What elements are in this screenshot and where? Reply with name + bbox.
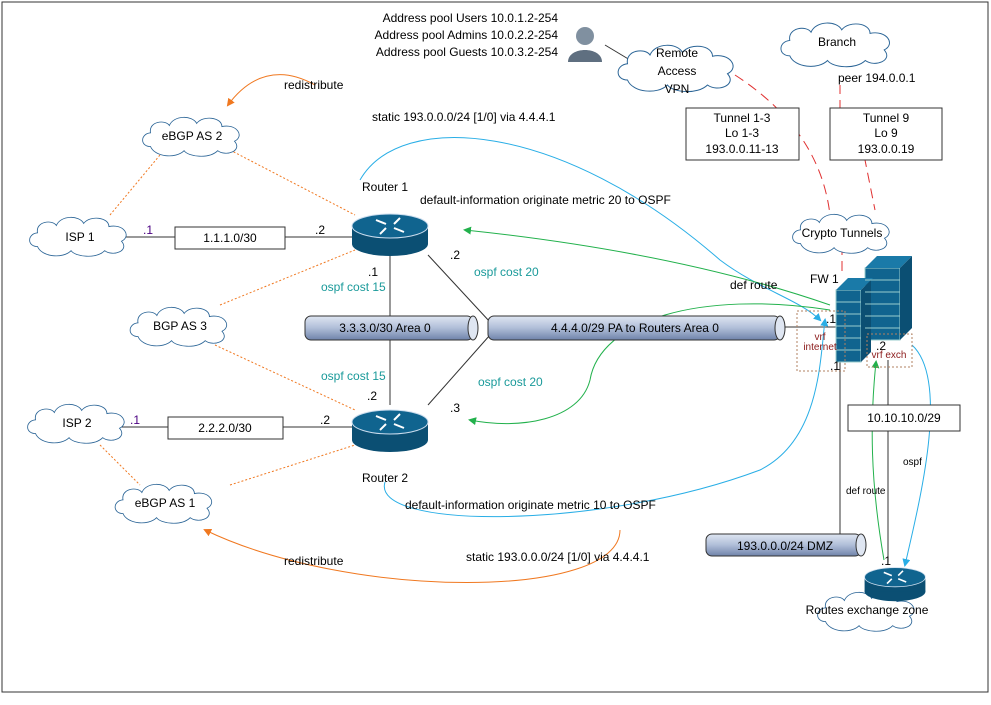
router2-label: Router 2 (362, 471, 408, 485)
vrf-internet-label: vrf (814, 332, 825, 343)
ospf-label: ospf (903, 457, 922, 468)
fw1-label: FW 1 (810, 272, 839, 286)
iface-fw-in: .1 (826, 312, 836, 326)
redistribute-bottom: redistribute (284, 554, 344, 568)
router1-icon[interactable] (351, 213, 429, 257)
def-route-label-2: def route (846, 486, 886, 497)
link-exch: 10.10.10.0/29 (847, 404, 961, 432)
svg-text:ISP 2: ISP 2 (62, 416, 91, 430)
svg-text:193.0.0.0/24 DMZ: 193.0.0.0/24 DMZ (737, 539, 833, 553)
vrf-internet-label-2: internet (803, 342, 837, 353)
iface-r2-right: .3 (450, 401, 460, 415)
cloud-ebgp1: eBGP AS 1 (114, 483, 213, 524)
tunnel-box-9: Tunnel 9Lo 9 193.0.0.19 (829, 107, 943, 161)
address-pool-admins: Address pool Admins 10.0.2.2-254 (375, 28, 559, 42)
user-icon (568, 27, 602, 62)
svg-text:eBGP AS 2: eBGP AS 2 (162, 129, 223, 143)
address-pool-users: Address pool Users 10.0.1.2-254 (383, 11, 559, 25)
svg-text:193.0.0.19: 193.0.0.19 (858, 142, 915, 156)
iface-fw-dmz: .1 (830, 359, 840, 373)
ospf-cost-20-a: ospf cost 20 (474, 265, 539, 279)
iface-isp2-2: .2 (320, 413, 330, 427)
iface-isp2-1: .1 (130, 413, 140, 427)
link-isp2: 2.2.2.0/30 (167, 416, 284, 440)
static-route-bottom: static 193.0.0.0/24 [1/0] via 4.4.4.1 (466, 550, 650, 564)
ospf-cost-15-b: ospf cost 15 (321, 369, 386, 383)
frame (1, 1, 989, 693)
def-route-label: def route (730, 278, 778, 292)
router2-icon[interactable] (351, 409, 429, 453)
ospf-cost-20-b: ospf cost 20 (478, 375, 543, 389)
default-info-10: default-information originate metric 10 … (405, 498, 656, 512)
static-route-top: static 193.0.0.0/24 [1/0] via 4.4.4.1 (372, 110, 556, 124)
cloud-isp2: ISP 2 (27, 403, 125, 444)
cloud-crypto: Crypto Tunnels (792, 213, 890, 254)
tunnel-box-1: Tunnel 1-3Lo 1-3 193.0.0.11-13 (685, 107, 800, 161)
svg-text:Remote: Remote (656, 46, 698, 60)
cloud-isp1: ISP 1 (29, 216, 127, 257)
redistribute-top: redistribute (284, 78, 344, 92)
pipe-area0a: 3.3.3.0/30 Area 0 (304, 315, 479, 341)
iface-r1-down: .1 (368, 265, 378, 279)
cloud-ebgp2: eBGP AS 2 (142, 116, 240, 157)
link-isp1: 1.1.1.0/30 (174, 226, 286, 250)
svg-text:10.10.10.0/29: 10.10.10.0/29 (867, 411, 941, 425)
svg-text:Tunnel 9: Tunnel 9 (863, 111, 910, 125)
iface-isp1-1: .1 (143, 223, 153, 237)
svg-text:Lo 1-3: Lo 1-3 (725, 126, 759, 140)
svg-text:Routes exchange zone: Routes exchange zone (806, 603, 929, 617)
peer-label: peer 194.0.0.1 (838, 71, 916, 85)
svg-text:2.2.2.0/30: 2.2.2.0/30 (198, 421, 252, 435)
firewall-icon[interactable] (835, 256, 912, 363)
cloud-bgp3: BGP AS 3 (129, 306, 228, 347)
svg-text:Access: Access (658, 64, 697, 78)
exchange-router-icon[interactable] (863, 566, 927, 603)
pipe-dmz: 193.0.0.0/24 DMZ (705, 533, 867, 557)
svg-text:3.3.3.0/30 Area 0: 3.3.3.0/30 Area 0 (339, 321, 431, 335)
iface-r2-up: .2 (367, 389, 377, 403)
default-info-20: default-information originate metric 20 … (420, 193, 671, 207)
address-pool-guests: Address pool Guests 10.0.3.2-254 (376, 45, 558, 59)
iface-ex-router: .1 (881, 554, 891, 568)
iface-r1-right: .2 (450, 248, 460, 262)
svg-text:4.4.4.0/29 PA to Routers Area: 4.4.4.0/29 PA to Routers Area 0 (551, 321, 719, 335)
svg-text:Branch: Branch (818, 35, 856, 49)
svg-text:eBGP AS 1: eBGP AS 1 (135, 496, 196, 510)
svg-text:193.0.0.11-13: 193.0.0.11-13 (705, 142, 778, 156)
router1-label: Router 1 (362, 180, 408, 194)
ospf-cost-15-a: ospf cost 15 (321, 280, 386, 294)
cloud-branch: Branch (780, 22, 890, 68)
svg-text:Tunnel 1-3: Tunnel 1-3 (714, 111, 771, 125)
svg-text:Lo 9: Lo 9 (874, 126, 898, 140)
iface-fw-ex: .2 (876, 339, 886, 353)
svg-text:ISP 1: ISP 1 (65, 230, 94, 244)
svg-text:BGP AS 3: BGP AS 3 (153, 319, 207, 333)
vrf-exch-label: vrf exch (871, 350, 906, 361)
svg-text:VPN: VPN (665, 82, 690, 96)
svg-text:Crypto Tunnels: Crypto Tunnels (802, 226, 883, 240)
svg-text:1.1.1.0/30: 1.1.1.0/30 (203, 231, 257, 245)
pipe-area0b: 4.4.4.0/29 PA to Routers Area 0 (487, 315, 786, 341)
iface-isp1-2: .2 (315, 223, 325, 237)
cloud-exchange: Routes exchange zone (806, 591, 929, 632)
